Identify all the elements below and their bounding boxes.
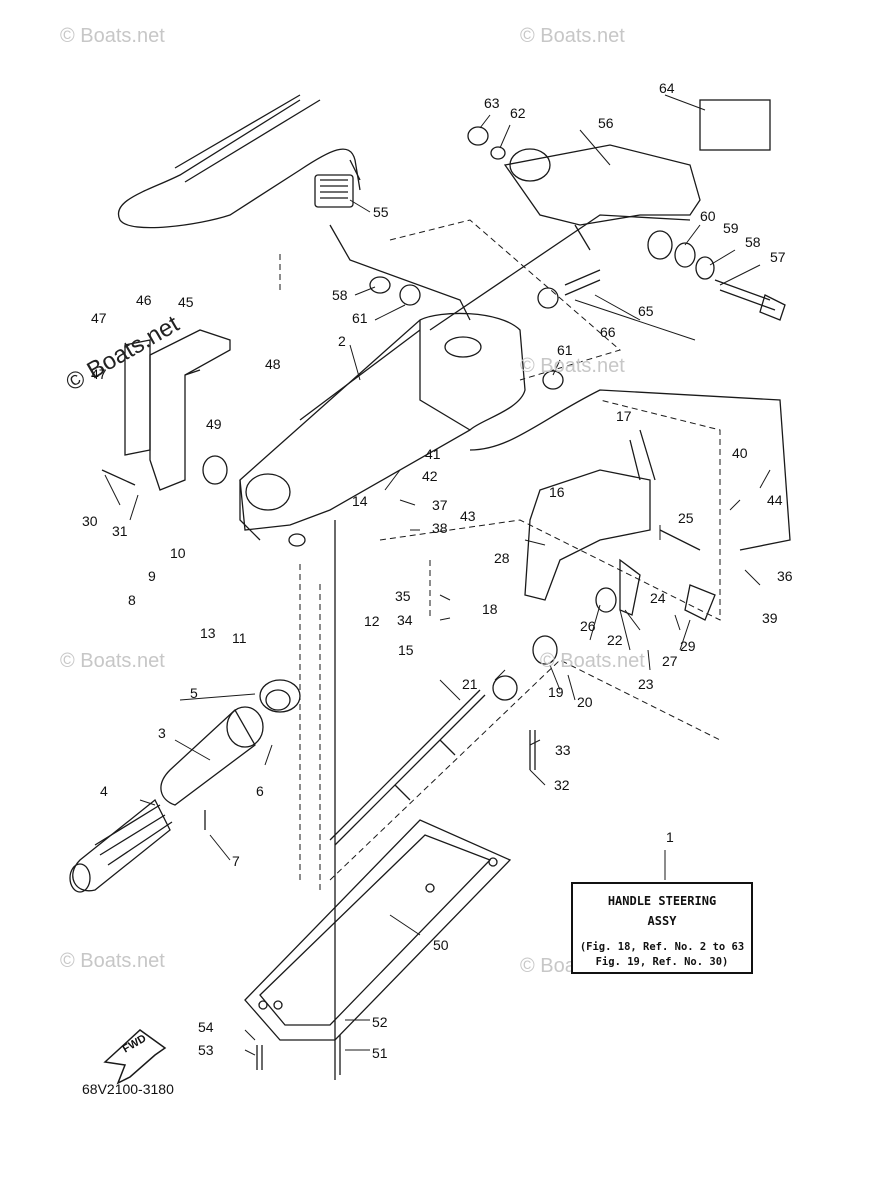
callout-62: 62: [510, 105, 526, 121]
callout-8: 8: [128, 592, 136, 608]
lever-mechanism: [492, 429, 716, 701]
watermark: © Boats.net: [540, 650, 645, 672]
watermark: © Boats.net: [520, 355, 625, 377]
callout-2: 2: [338, 333, 346, 349]
callout-16: 16: [549, 484, 565, 500]
callout-14: 14: [352, 493, 368, 509]
callout-61b: 61: [557, 342, 573, 358]
callout-30: 30: [82, 513, 98, 529]
callout-28: 28: [494, 550, 510, 566]
callout-47: 47: [91, 310, 107, 326]
callout-66: 66: [600, 324, 616, 340]
callout-39: 39: [762, 610, 778, 626]
callout-40: 40: [732, 445, 748, 461]
callout-49: 49: [206, 416, 222, 432]
callout-5: 5: [190, 685, 198, 701]
watermark: © Boats.net: [60, 25, 165, 47]
callout-60: 60: [700, 208, 716, 224]
callout-1: 1: [666, 829, 674, 845]
watermark: © Boats.net: [520, 25, 625, 47]
callout-12: 12: [364, 613, 380, 629]
callout-36: 36: [777, 568, 793, 584]
ring-5: [259, 679, 301, 713]
info-line-3: (Fig. 18, Ref. No. 2 to 63: [579, 941, 745, 953]
steering-bracket-2: [239, 312, 526, 547]
callout-58: 58: [745, 234, 761, 250]
callout-34: 34: [397, 612, 413, 628]
fwd-arrow: [103, 1029, 167, 1085]
watermark: © Boats.net: [60, 650, 165, 672]
callout-58b: 58: [332, 287, 348, 303]
callout-20: 20: [577, 694, 593, 710]
callout-53: 53: [198, 1042, 214, 1058]
callout-11: 11: [232, 630, 247, 646]
info-line-4: Fig. 19, Ref. No. 30): [595, 956, 729, 968]
callout-33: 33: [555, 742, 571, 758]
callout-29: 29: [680, 638, 696, 654]
callout-10: 10: [170, 545, 186, 561]
callout-63: 63: [484, 95, 500, 111]
callout-42: 42: [422, 468, 438, 484]
callout-35: 35: [395, 588, 411, 604]
callout-27: 27: [662, 653, 678, 669]
callout-46: 46: [136, 292, 152, 308]
callout-21: 21: [462, 676, 478, 692]
callout-9: 9: [148, 568, 156, 584]
upper-mount-56: [503, 99, 771, 251]
bolt-65: [564, 269, 601, 296]
callout-32: 32: [554, 777, 570, 793]
callout-41: 41: [425, 446, 441, 462]
callout-54: 54: [198, 1019, 214, 1035]
callout-61: 61: [352, 310, 368, 326]
callout-7: 7: [232, 853, 240, 869]
diagram-code: 68V2100-3180: [82, 1081, 174, 1097]
long-bolt-51: [334, 520, 341, 1080]
cable-harness: [117, 94, 471, 321]
callout-48: 48: [265, 356, 281, 372]
callout-47b: 47: [91, 366, 107, 382]
throttle-handle: [69, 706, 264, 893]
washer-49: [202, 455, 228, 485]
callout-3: 3: [158, 725, 166, 741]
connector-55: [314, 174, 354, 208]
callout-17: 17: [616, 408, 632, 424]
callout-44: 44: [767, 492, 783, 508]
bottom-plate-50: [244, 819, 512, 1041]
callout-4: 4: [100, 783, 108, 799]
callout-15: 15: [398, 642, 414, 658]
callout-13: 13: [200, 625, 216, 641]
bracket-45: [149, 329, 231, 491]
callout-56: 56: [598, 115, 614, 131]
plate-46: [124, 339, 151, 456]
callout-43: 43: [460, 508, 476, 524]
callout-23: 23: [638, 676, 654, 692]
callout-45: 45: [178, 294, 194, 310]
callout-18: 18: [482, 601, 498, 617]
callout-24: 24: [650, 590, 666, 606]
callout-22: 22: [607, 632, 623, 648]
callout-19: 19: [548, 684, 564, 700]
callout-57: 57: [770, 249, 786, 265]
callout-31: 31: [112, 523, 128, 539]
callout-59: 59: [723, 220, 739, 236]
watermark: © Boats.net: [60, 950, 165, 972]
callout-51: 51: [372, 1045, 388, 1061]
callout-37: 37: [432, 497, 448, 513]
shift-cable: [329, 689, 486, 846]
info-box: HANDLE STEERING ASSY (Fig. 18, Ref. No. …: [571, 882, 753, 974]
info-line-2: ASSY: [647, 914, 677, 928]
callout-26: 26: [580, 618, 596, 634]
callout-64: 64: [659, 80, 675, 96]
callout-38: 38: [432, 520, 448, 536]
callout-52: 52: [372, 1014, 388, 1030]
bolt-57: [714, 279, 786, 321]
callout-55: 55: [373, 204, 389, 220]
callout-50: 50: [433, 937, 449, 953]
callout-25: 25: [678, 510, 694, 526]
info-line-1: HANDLE STEERING: [607, 894, 717, 908]
callout-6: 6: [256, 783, 264, 799]
callout-65: 65: [638, 303, 654, 319]
